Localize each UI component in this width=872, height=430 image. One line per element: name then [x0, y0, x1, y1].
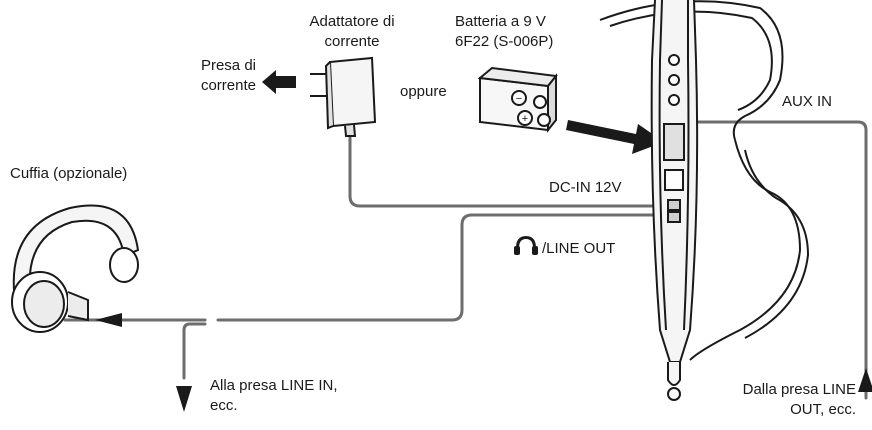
outlet-label: Presa di corrente: [170, 56, 256, 96]
battery-terminal-minus: [511, 90, 527, 106]
adapter-label-line-1: Adattatore di: [309, 13, 395, 30]
headphone-icon: [514, 236, 538, 255]
from-line-out-line-1: Dalla presa LINE: [742, 381, 856, 398]
line-out-cable-down: [182, 322, 207, 380]
to-line-in-label: Alla presa LINE IN, ecc.: [210, 376, 338, 416]
battery-label: Batteria a 9 V 6F22 (S-006P): [455, 12, 553, 52]
battery-label-line-2: 6F22 (S-006P): [455, 33, 554, 50]
dc-in-jack: [667, 199, 681, 211]
arrow-from-line-out: [858, 368, 872, 392]
battery-label-line-1: Batteria a 9 V: [455, 13, 546, 30]
aux-in-cable: [666, 120, 868, 400]
dc-in-label: DC-IN 12V: [549, 179, 622, 196]
from-line-out-line-2: OUT, ecc.: [790, 401, 856, 418]
adapter-label: Adattatore di corrente: [282, 12, 422, 52]
cables: [63, 120, 868, 400]
electric-violin: [599, 0, 810, 401]
battery-terminal-plus: [517, 110, 533, 126]
line-out-cable: [216, 213, 670, 322]
or-label: oppure: [400, 83, 447, 100]
arrow-to-line-in: [176, 386, 192, 412]
aux-in-label: AUX IN: [782, 93, 833, 110]
arrows: [95, 70, 872, 412]
line-out-jack: [667, 211, 681, 223]
line-out-label: /LINE OUT: [542, 240, 616, 257]
arrow-to-headphones: [95, 313, 122, 327]
headphones: [11, 204, 140, 333]
headphones-label: Cuffia (opzionale): [10, 165, 128, 182]
to-line-in-line-1: Alla presa LINE IN,: [210, 377, 338, 394]
battery-minus-sign: −: [516, 93, 522, 105]
battery-9v: [477, 66, 558, 133]
adapter-label-line-2: corrente: [324, 33, 380, 50]
ac-adapter: [310, 56, 377, 137]
arrow-to-outlet: [262, 70, 296, 94]
from-line-out-label: Dalla presa LINE OUT, ecc.: [690, 380, 856, 420]
dc-in-cable: [348, 133, 670, 208]
battery-plus-sign: +: [522, 113, 528, 125]
outlet-label-line-1: Presa di: [200, 57, 256, 74]
to-line-in-line-2: ecc.: [210, 397, 238, 414]
arrow-battery-insert: [566, 120, 664, 154]
outlet-label-line-2: corrente: [200, 77, 256, 94]
